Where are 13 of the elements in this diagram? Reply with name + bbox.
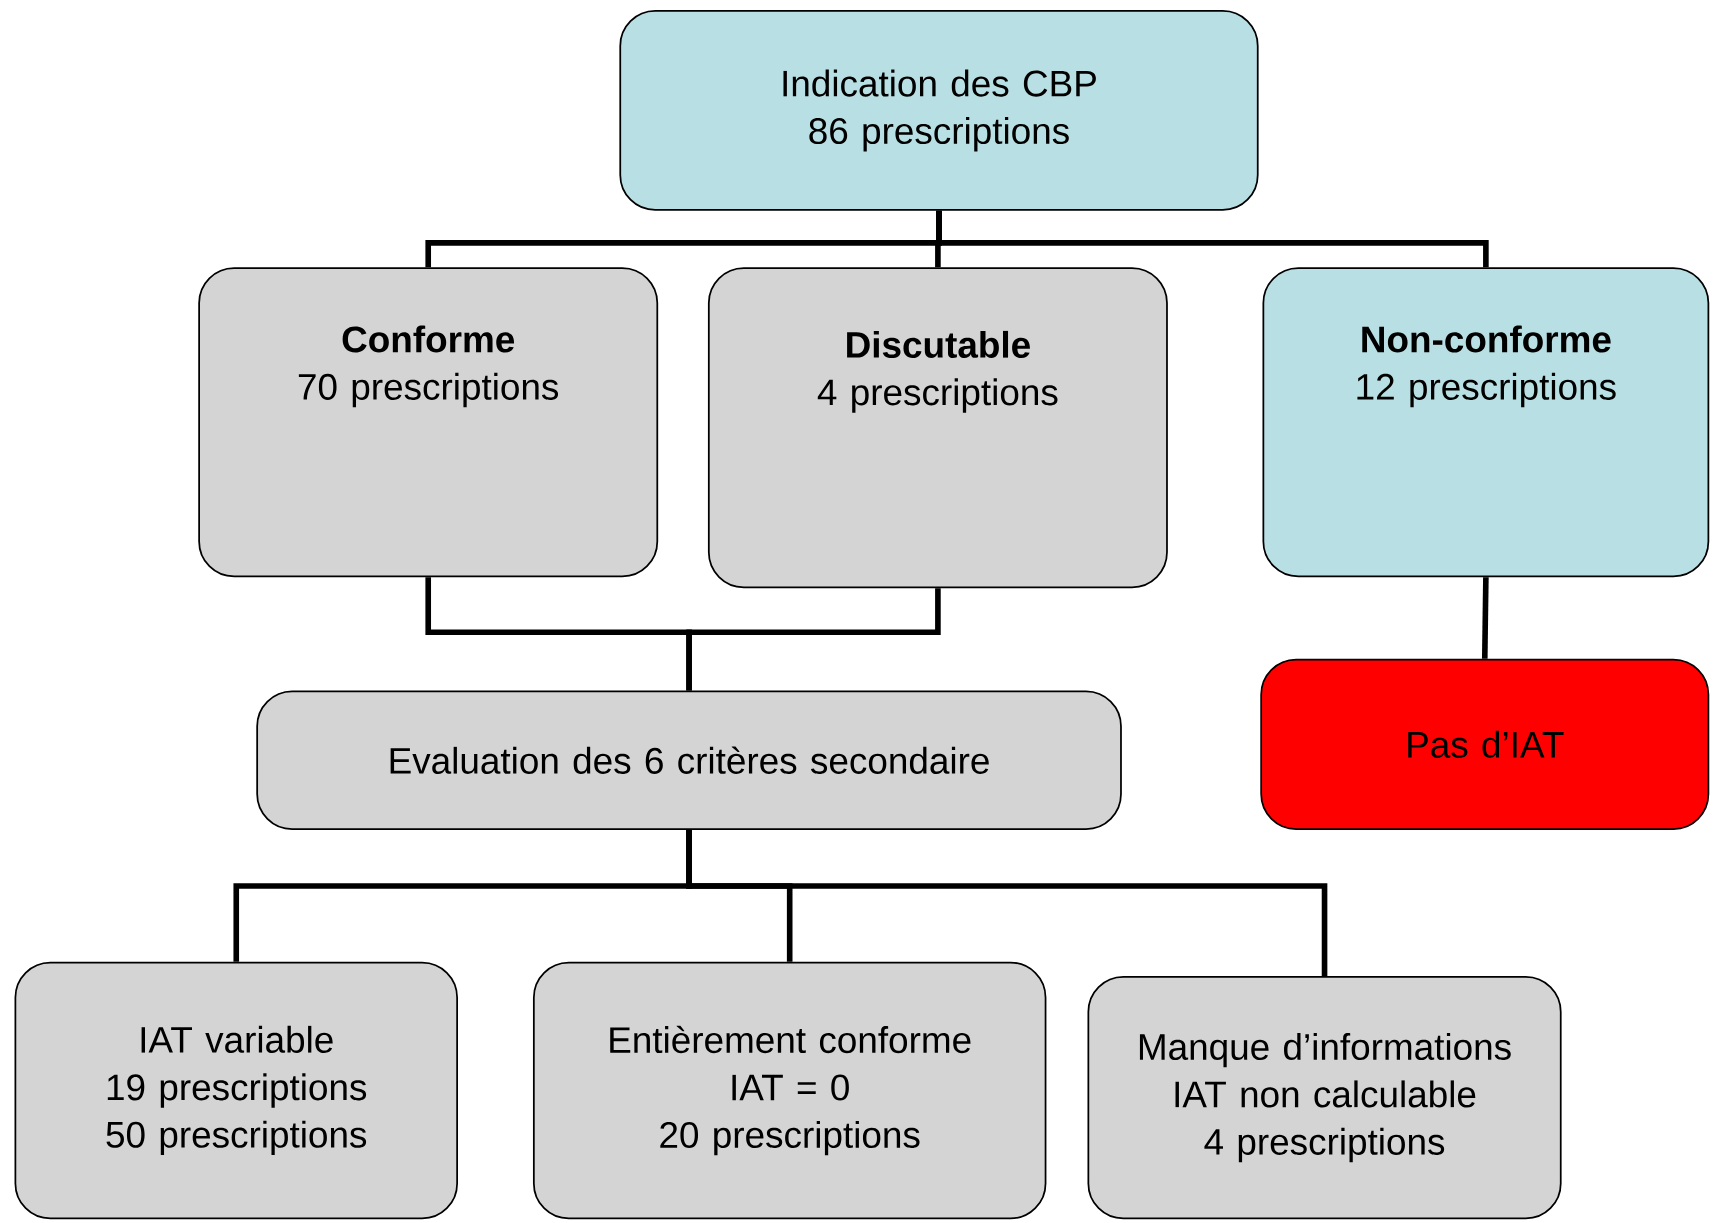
category-box: Indication des CBP 86 prescriptions [619,10,1259,211]
hatched-box: Manque d’informations IAT non calculable 4 prescriptions [1087,976,1562,1220]
connector-line [1481,577,1489,659]
connector-line [686,588,941,691]
hatched-box: Discutable 4 prescriptions [707,267,1168,589]
connector-line [936,210,1489,268]
hatched-box: Conforme 70 prescriptions [198,267,659,578]
connector-line [686,830,1328,976]
result-box: Pas d’IAT [1260,658,1710,831]
category-box: Non-conforme 12 prescriptions [1262,267,1710,578]
hatched-box: Entièrement conforme IAT = 0 20 prescriptions [532,961,1047,1220]
hatched-box: Evaluation des 6 critères secondaire [256,690,1122,831]
hatched-box: IAT variable 19 prescriptions 50 prescriptions [14,961,458,1220]
